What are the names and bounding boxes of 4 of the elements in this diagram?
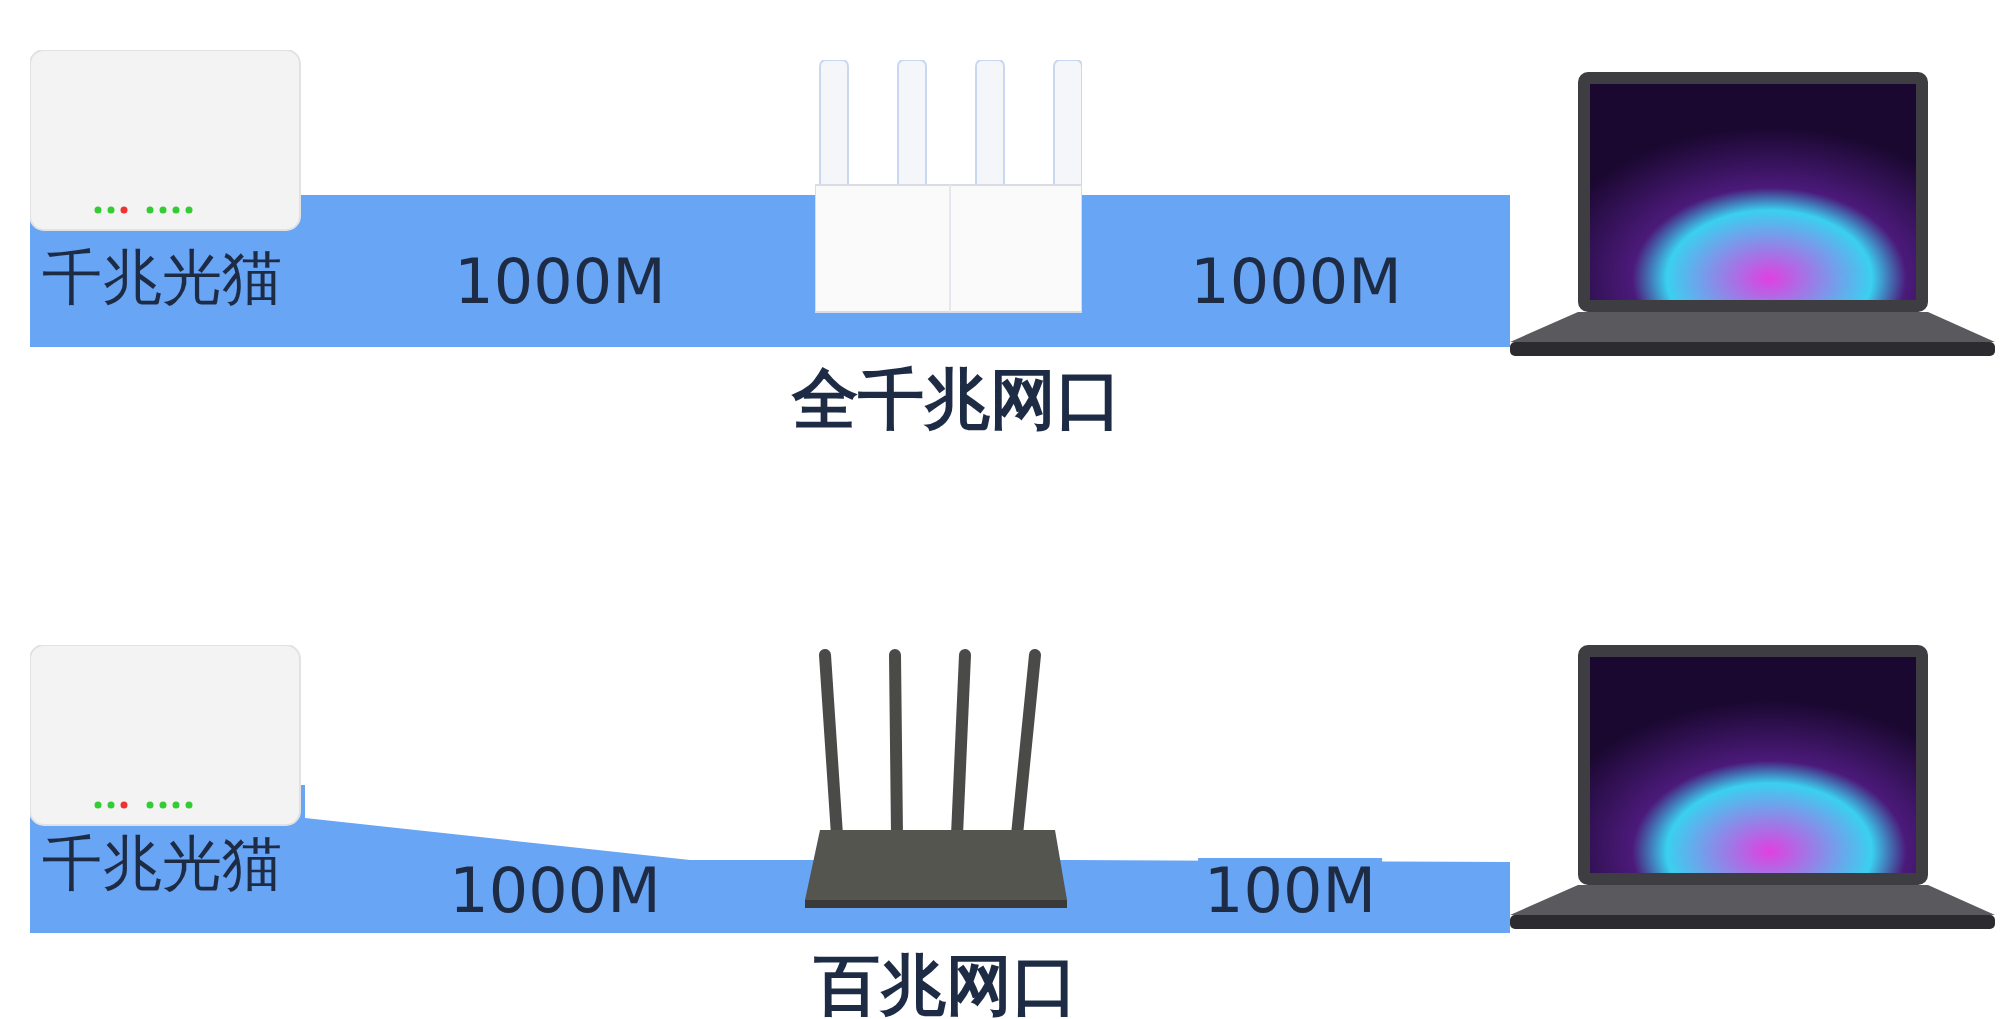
node-label: 百兆网口 <box>813 953 1078 1019</box>
device-label: 千兆光猫 <box>42 833 282 893</box>
node-label: 全千兆网口 <box>791 367 1122 433</box>
device-label: 千兆光猫 <box>42 247 282 307</box>
